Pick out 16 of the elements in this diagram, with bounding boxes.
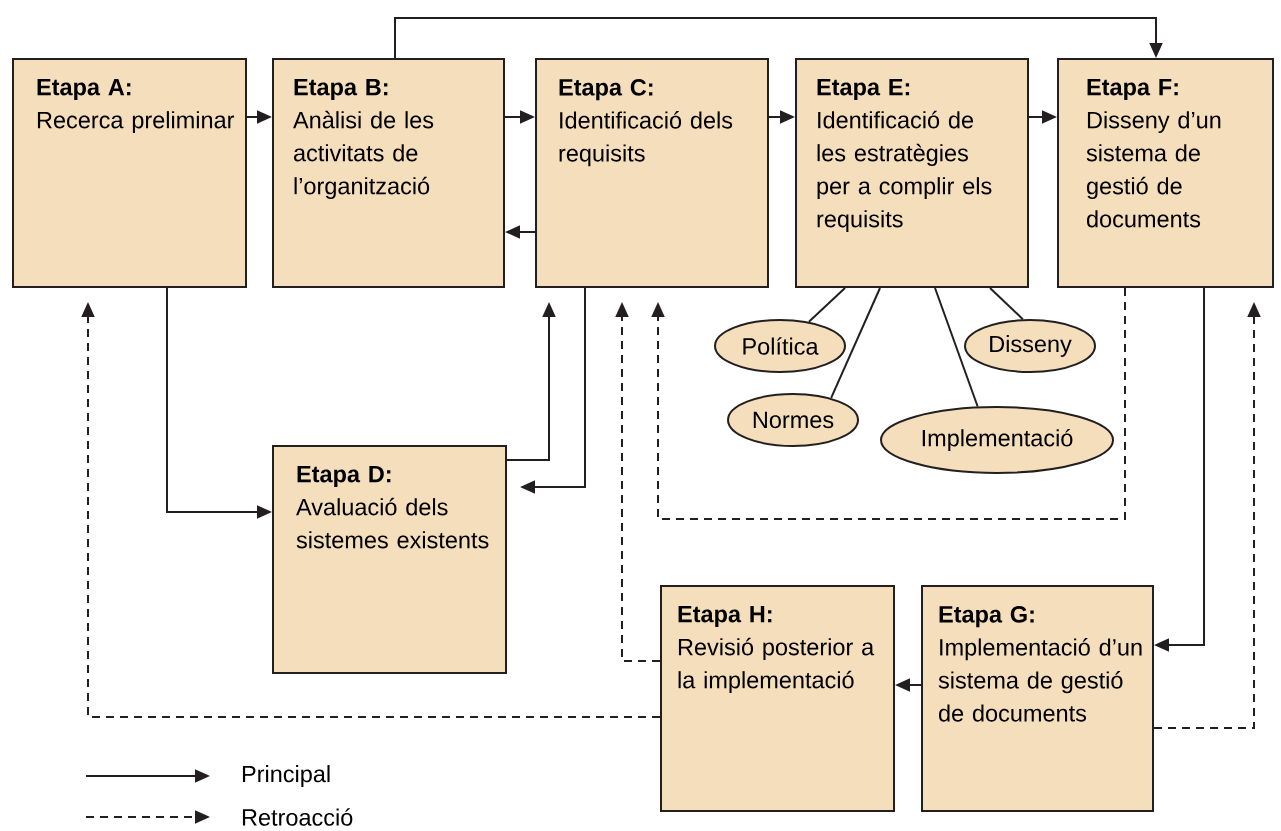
stage-box: Etapa B: Anàlisi de les activitats de l’organització xyxy=(272,58,505,288)
stage-box: Etapa F: Disseny d’un sistema de gestió de documents xyxy=(1057,58,1274,288)
stage-box: Etapa E: Identificació de les estratègies per a complir els requisits xyxy=(795,58,1029,288)
connector-line xyxy=(830,287,881,399)
stage-box: Etapa C: Identificació dels requisits xyxy=(535,58,769,288)
legend-text: Retroacció xyxy=(242,808,353,826)
arrow xyxy=(651,287,1126,520)
connector-line xyxy=(934,287,979,408)
connector-line xyxy=(989,287,1024,321)
connector-line xyxy=(807,287,846,323)
legend-text: Principal xyxy=(242,765,330,787)
arrow xyxy=(394,17,1163,59)
stage-box: Etapa G: Implementació d’un sistema de gestió de documents xyxy=(921,585,1154,812)
stage-box: Etapa A: Recerca preliminar xyxy=(12,58,247,288)
stage-box: Etapa D: Avaluació dels sistemes existents xyxy=(272,445,507,674)
stage-box: Etapa H: Revisió posterior a la implementació xyxy=(660,585,895,812)
